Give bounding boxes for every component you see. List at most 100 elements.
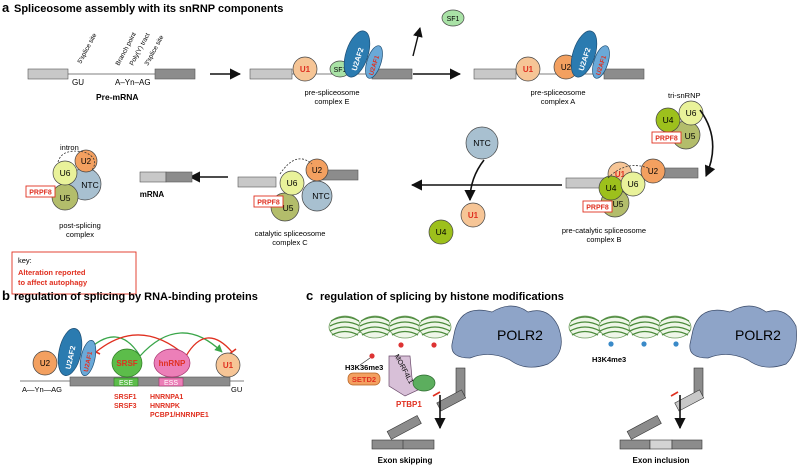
panel-a-key-label-label: key: — [18, 256, 32, 265]
panel-a-factors-ntc-label: NTC — [81, 180, 98, 190]
panel-a-factors-u4-label: U4 — [606, 183, 617, 193]
polr2-left — [451, 305, 562, 368]
panel-a-factors-u1-label: U1 — [300, 65, 311, 74]
panel-b-seq-gu-label: GU — [231, 385, 242, 394]
panel-a-factors-u2-label: U2 — [648, 167, 659, 176]
sf1-released — [441, 9, 465, 27]
seq-gu: GU — [72, 78, 84, 87]
panel-a-intron-label: intron — [60, 143, 79, 152]
panel-a-factors-u6-label: U6 — [686, 108, 697, 118]
complex-b: U5 U1 U4 U6 U2 PRPF8 pre-catalytic splic… — [562, 158, 699, 244]
panel-b-seq-left-label: A—Yn—AG — [22, 385, 62, 394]
post-splicing-complex: intron NTC U5 U6 U2 PRPF8 post-splicing … — [25, 143, 102, 239]
u1-snrnp — [292, 56, 318, 82]
chromatin-right — [568, 315, 692, 347]
complex-e: U1 SF1 U2AF2 U2AF1 pre-spliceosome compl… — [249, 30, 413, 106]
panel-b-srsf-list-1-label: SRSF3 — [114, 403, 137, 410]
panel-a-complex-b-1-label: complex B — [586, 235, 621, 244]
panel-a: a Spliceosome assembly with its snRNP co… — [2, 0, 716, 295]
panel-a-title: Spliceosome assembly with its snRNP comp… — [14, 3, 283, 15]
panel-c-letter-label: c — [306, 288, 313, 303]
panel-c: c regulation of splicing by histone modi… — [306, 288, 797, 465]
key-box: key: Alteration reported to affect autop… — [11, 251, 137, 295]
polr2-right — [689, 305, 797, 368]
panel-a-factors-prpf8-label: PRPF8 — [655, 136, 678, 143]
panel-b-letter-label: b — [2, 288, 10, 303]
setd2 — [347, 372, 381, 386]
panel-a-key-line2-label: to affect autophagy — [18, 278, 88, 287]
exon-bar — [69, 376, 231, 387]
panel-a-complex-e-1-label: complex E — [314, 97, 349, 106]
panel-a-factors-u1-label: U1 — [523, 65, 534, 74]
panel-b-hnrnp-list-2-label: PCBP1/HNRNPE1 — [150, 412, 209, 419]
pre-mrna-label: Pre-mRNA — [96, 92, 139, 102]
panel-b-u2af1-label: U2AF1 — [83, 351, 94, 373]
panel-a-complex-c-1-label: complex C — [272, 238, 308, 247]
panel-a-factors-u6-label: U6 — [628, 179, 639, 189]
complex-c: NTC U5 U6 U2 PRPF8 catalytic spliceosome… — [237, 158, 359, 247]
u2af1 — [365, 45, 383, 79]
u4-released — [428, 219, 454, 245]
panel-a-mrna-label: mRNA — [140, 190, 165, 199]
panel-a-letter: a — [2, 0, 10, 15]
panel-b-srsf-list-0-label: SRSF1 — [114, 394, 137, 401]
panel-b: b regulation of splicing by RNA-binding … — [2, 288, 258, 419]
panel-a-factors-u1-label: U1 — [468, 211, 479, 220]
u1-released — [460, 202, 486, 228]
panel-a-complex-a-0-label: pre-spliceosome — [530, 88, 585, 97]
panel-c-polr2-label: POLR2 — [735, 327, 781, 343]
panel-a-complex-a-1-label: complex A — [541, 97, 576, 106]
panel-b-u2-label: U2 — [40, 359, 51, 368]
label-5ss: 5′splice site — [77, 32, 99, 65]
panel-c-polr2-label: POLR2 — [497, 327, 543, 343]
panel-a-post-splicing-0-label: post-splicing — [59, 221, 101, 230]
panel-c-exon-skipping-label: Exon skipping — [378, 456, 433, 465]
pre-mrna: GU A–Yn–AG 5′splice site Branch point Po… — [27, 31, 196, 102]
panel-a-tri-snrnp-label: tri-snRNP — [668, 91, 701, 100]
panel-a-post-splicing-1-label: complex — [66, 230, 94, 239]
panel-c-setd2-label: SETD2 — [352, 375, 376, 384]
panel-a-factors-u5-label: U5 — [60, 193, 71, 203]
panel-a-complex-b-0-label: pre-catalytic spliceosome — [562, 226, 646, 235]
chromatin-left — [328, 315, 452, 366]
panel-a-factors-u4-label: U4 — [436, 227, 447, 237]
panel-a-factors-u6-label: U6 — [60, 168, 71, 178]
panel-b-ess-label: ESS — [164, 380, 178, 387]
tri-snrnp: tri-snRNP U5 U4 U6 PRPF8 — [651, 91, 704, 150]
panel-c-h3k36-label: H3K36me3 — [345, 363, 383, 372]
panel-a-factors-u1-label: U1 — [615, 170, 626, 179]
panel-c-title-label: regulation of splicing by histone modifi… — [320, 291, 564, 303]
panel-a-factors-u5-label: U5 — [283, 203, 294, 213]
panel-c-h3k4-label: H3K4me3 — [592, 355, 626, 364]
complex-a: U1 U2 U2AF2 U2AF1 pre-spliceosome comple… — [473, 30, 645, 106]
ptbp1 — [412, 374, 436, 392]
panel-c-exon-inclusion-label: Exon inclusion — [633, 456, 690, 465]
panel-a-factors-prpf8-label: PRPF8 — [29, 190, 52, 197]
panel-b-hnrnp-label: hnRNP — [159, 359, 186, 368]
seq-branch: A–Yn–AG — [115, 78, 151, 87]
panel-b-hnrnp-list-0-label: HNRNPA1 — [150, 394, 183, 401]
panel-b-ese-label: ESE — [119, 380, 133, 387]
panel-a-factors-sf1-label: SF1 — [447, 16, 460, 23]
panel-b-title-label: regulation of splicing by RNA-binding pr… — [14, 291, 258, 303]
panel-a-factors-u5-label: U5 — [685, 131, 696, 141]
panel-a-complex-e-0-label: pre-spliceosome — [304, 88, 359, 97]
panel-a-factors-prpf8-label: PRPF8 — [586, 205, 609, 212]
panel-a-factors-u2-label: U2 — [561, 63, 572, 72]
panel-c-ptbp1-label: PTBP1 — [396, 400, 422, 409]
panel-b-hnrnp-list-1-label: HNRNPK — [150, 403, 180, 410]
u2af2 — [343, 30, 371, 78]
panel-a-factors-prpf8-label: PRPF8 — [257, 200, 280, 207]
panel-a-factors-ntc-label: NTC — [312, 191, 329, 201]
panel-a-complex-c-0-label: catalytic spliceosome — [255, 229, 326, 238]
panel-a-factors-u6-label: U6 — [287, 178, 298, 188]
ntc-incoming — [465, 126, 499, 160]
panel-a-factors-u4-label: U4 — [663, 115, 674, 125]
mrna: mRNA — [139, 171, 193, 199]
panel-a-factors-u2-label: U2 — [312, 166, 323, 175]
panel-a-factors-sf1-label: SF1 — [334, 67, 347, 74]
panel-b-srsf-label: SRSF — [116, 359, 137, 368]
panel-a-factors-u5-label: U5 — [613, 199, 624, 209]
panel-a-factors-ntc-label: NTC — [473, 138, 490, 148]
